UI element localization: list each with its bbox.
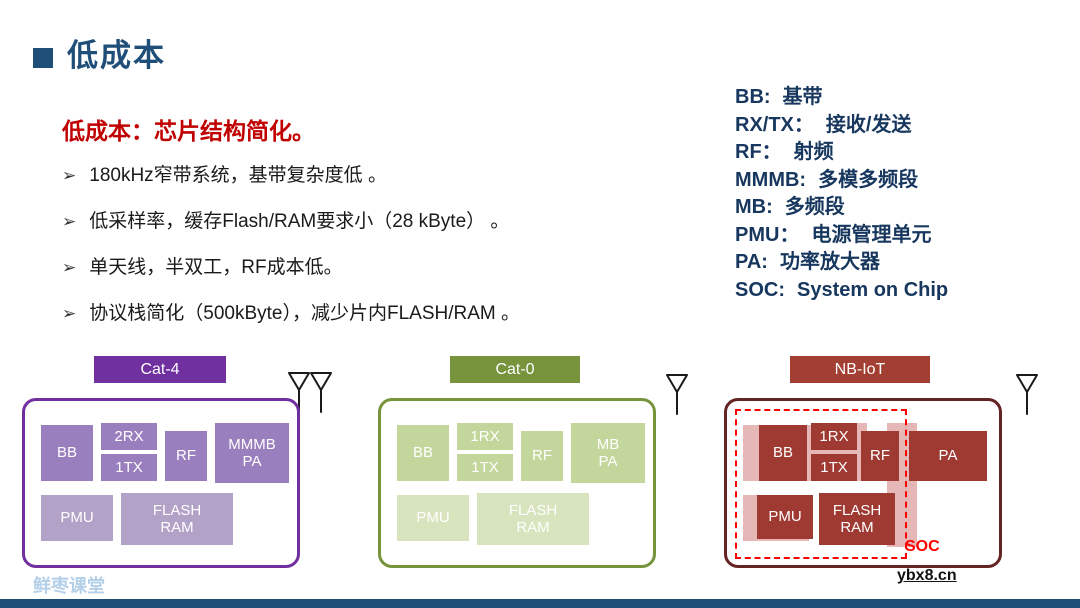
chip-label-cat4: Cat-4	[94, 356, 226, 383]
soc-boundary-dashed-box	[735, 409, 907, 559]
legend-row-pa: PA: 功率放大器	[735, 249, 948, 277]
block-tx: 1TX	[457, 454, 513, 481]
block-rx: 1RX	[457, 423, 513, 450]
block-bb: BB	[41, 425, 93, 481]
legend-desc: System on Chip	[797, 278, 949, 301]
block-bb: BB	[397, 425, 449, 481]
chip-diagram-cat0: BB 1RX 1TX RF MB PA PMU FLASH RAM	[378, 398, 656, 568]
arrow-bullet-icon: ➢	[62, 166, 77, 185]
block-bb: BB	[759, 425, 807, 481]
list-item: ➢ 协议栈简化（500kByte），减少片内FLASH/RAM 。	[62, 298, 702, 325]
arrow-bullet-icon: ➢	[62, 258, 77, 277]
antenna-icon	[310, 372, 332, 413]
block-flash-ram: FLASH RAM	[477, 493, 589, 545]
legend-row-rf: RF： 射频	[735, 139, 948, 167]
legend-desc: 电源管理单元	[811, 223, 932, 246]
antenna-icon	[1016, 374, 1038, 415]
site-url: ybx8.cn	[897, 567, 957, 584]
block-pa: MB PA	[571, 423, 645, 483]
title-bullet-square	[33, 48, 53, 68]
legend-term: PMU：	[735, 223, 800, 246]
chip-diagram-nbiot: BB 1RX 1TX RF PA PMU FLASH RAM SOC	[724, 398, 1002, 568]
block-rf: RF	[861, 431, 899, 481]
block-rf: RF	[165, 431, 207, 481]
legend-desc: 基带	[782, 86, 823, 108]
legend: BB: 基带 RX/TX： 接收/发送 RF： 射频 MMMB: 多模多频段 M…	[735, 84, 948, 304]
bullet-list: ➢ 180kHz窄带系统，基带复杂度低 。 ➢ 低采样率，缓存Flash/RAM…	[62, 160, 702, 344]
bottom-accent-bar	[0, 599, 1080, 608]
block-rx: 2RX	[101, 423, 157, 450]
subtitle: 低成本：芯片结构简化。	[62, 118, 315, 144]
legend-desc: 功率放大器	[779, 251, 880, 273]
legend-row-pmu: PMU： 电源管理单元	[735, 222, 948, 250]
bullet-text: 协议栈简化（500kByte），减少片内FLASH/RAM 。	[89, 303, 520, 324]
list-item: ➢ 单天线，半双工，RF成本低。	[62, 252, 702, 279]
block-flash-ram: FLASH RAM	[121, 493, 233, 545]
legend-row-mmmb: MMMB: 多模多频段	[735, 167, 948, 195]
block-flash-ram: FLASH RAM	[819, 493, 895, 545]
legend-term: PA:	[735, 251, 768, 273]
legend-desc: 射频	[793, 141, 834, 163]
block-pa: MMMB PA	[215, 423, 289, 483]
antenna-icon	[666, 374, 688, 415]
block-pmu: PMU	[397, 495, 469, 541]
bullet-text: 180kHz窄带系统，基带复杂度低 。	[89, 165, 387, 186]
legend-row-soc: SOC: System on Chip	[735, 277, 948, 305]
block-rx: 1RX	[811, 423, 857, 450]
block-pmu: PMU	[41, 495, 113, 541]
chip-label-cat0: Cat-0	[450, 356, 580, 383]
bullet-text: 单天线，半双工，RF成本低。	[89, 257, 343, 278]
block-pa: PA	[909, 431, 987, 481]
list-item: ➢ 180kHz窄带系统，基带复杂度低 。	[62, 160, 702, 187]
page-title: 低成本	[67, 38, 166, 73]
arrow-bullet-icon: ➢	[62, 304, 77, 323]
legend-term: RF：	[735, 141, 782, 163]
block-tx: 1TX	[101, 454, 157, 481]
legend-term: SOC:	[735, 278, 785, 301]
legend-desc: 接收/发送	[825, 113, 912, 136]
legend-row-mb: MB: 多频段	[735, 194, 948, 222]
block-pmu: PMU	[757, 495, 813, 539]
legend-row-rxtx: RX/TX： 接收/发送	[735, 112, 948, 140]
list-item: ➢ 低采样率，缓存Flash/RAM要求小（28 kByte） 。	[62, 206, 702, 233]
arrow-bullet-icon: ➢	[62, 212, 77, 231]
watermark: 鲜枣课堂	[33, 576, 105, 596]
block-tx: 1TX	[811, 454, 857, 481]
legend-row-bb: BB: 基带	[735, 84, 948, 112]
legend-term: MB:	[735, 196, 773, 218]
legend-desc: 多频段	[784, 196, 845, 218]
bullet-text: 低采样率，缓存Flash/RAM要求小（28 kByte） 。	[89, 211, 510, 232]
legend-desc: 多模多频段	[818, 168, 919, 191]
legend-term: RX/TX：	[735, 113, 814, 136]
soc-label: SOC	[905, 538, 940, 555]
legend-term: MMMB:	[735, 168, 807, 191]
legend-term: BB:	[735, 86, 771, 108]
chip-label-nbiot: NB-IoT	[790, 356, 930, 383]
block-rf: RF	[521, 431, 563, 481]
chip-diagram-cat4: BB 2RX 1TX RF MMMB PA PMU FLASH RAM	[22, 398, 300, 568]
